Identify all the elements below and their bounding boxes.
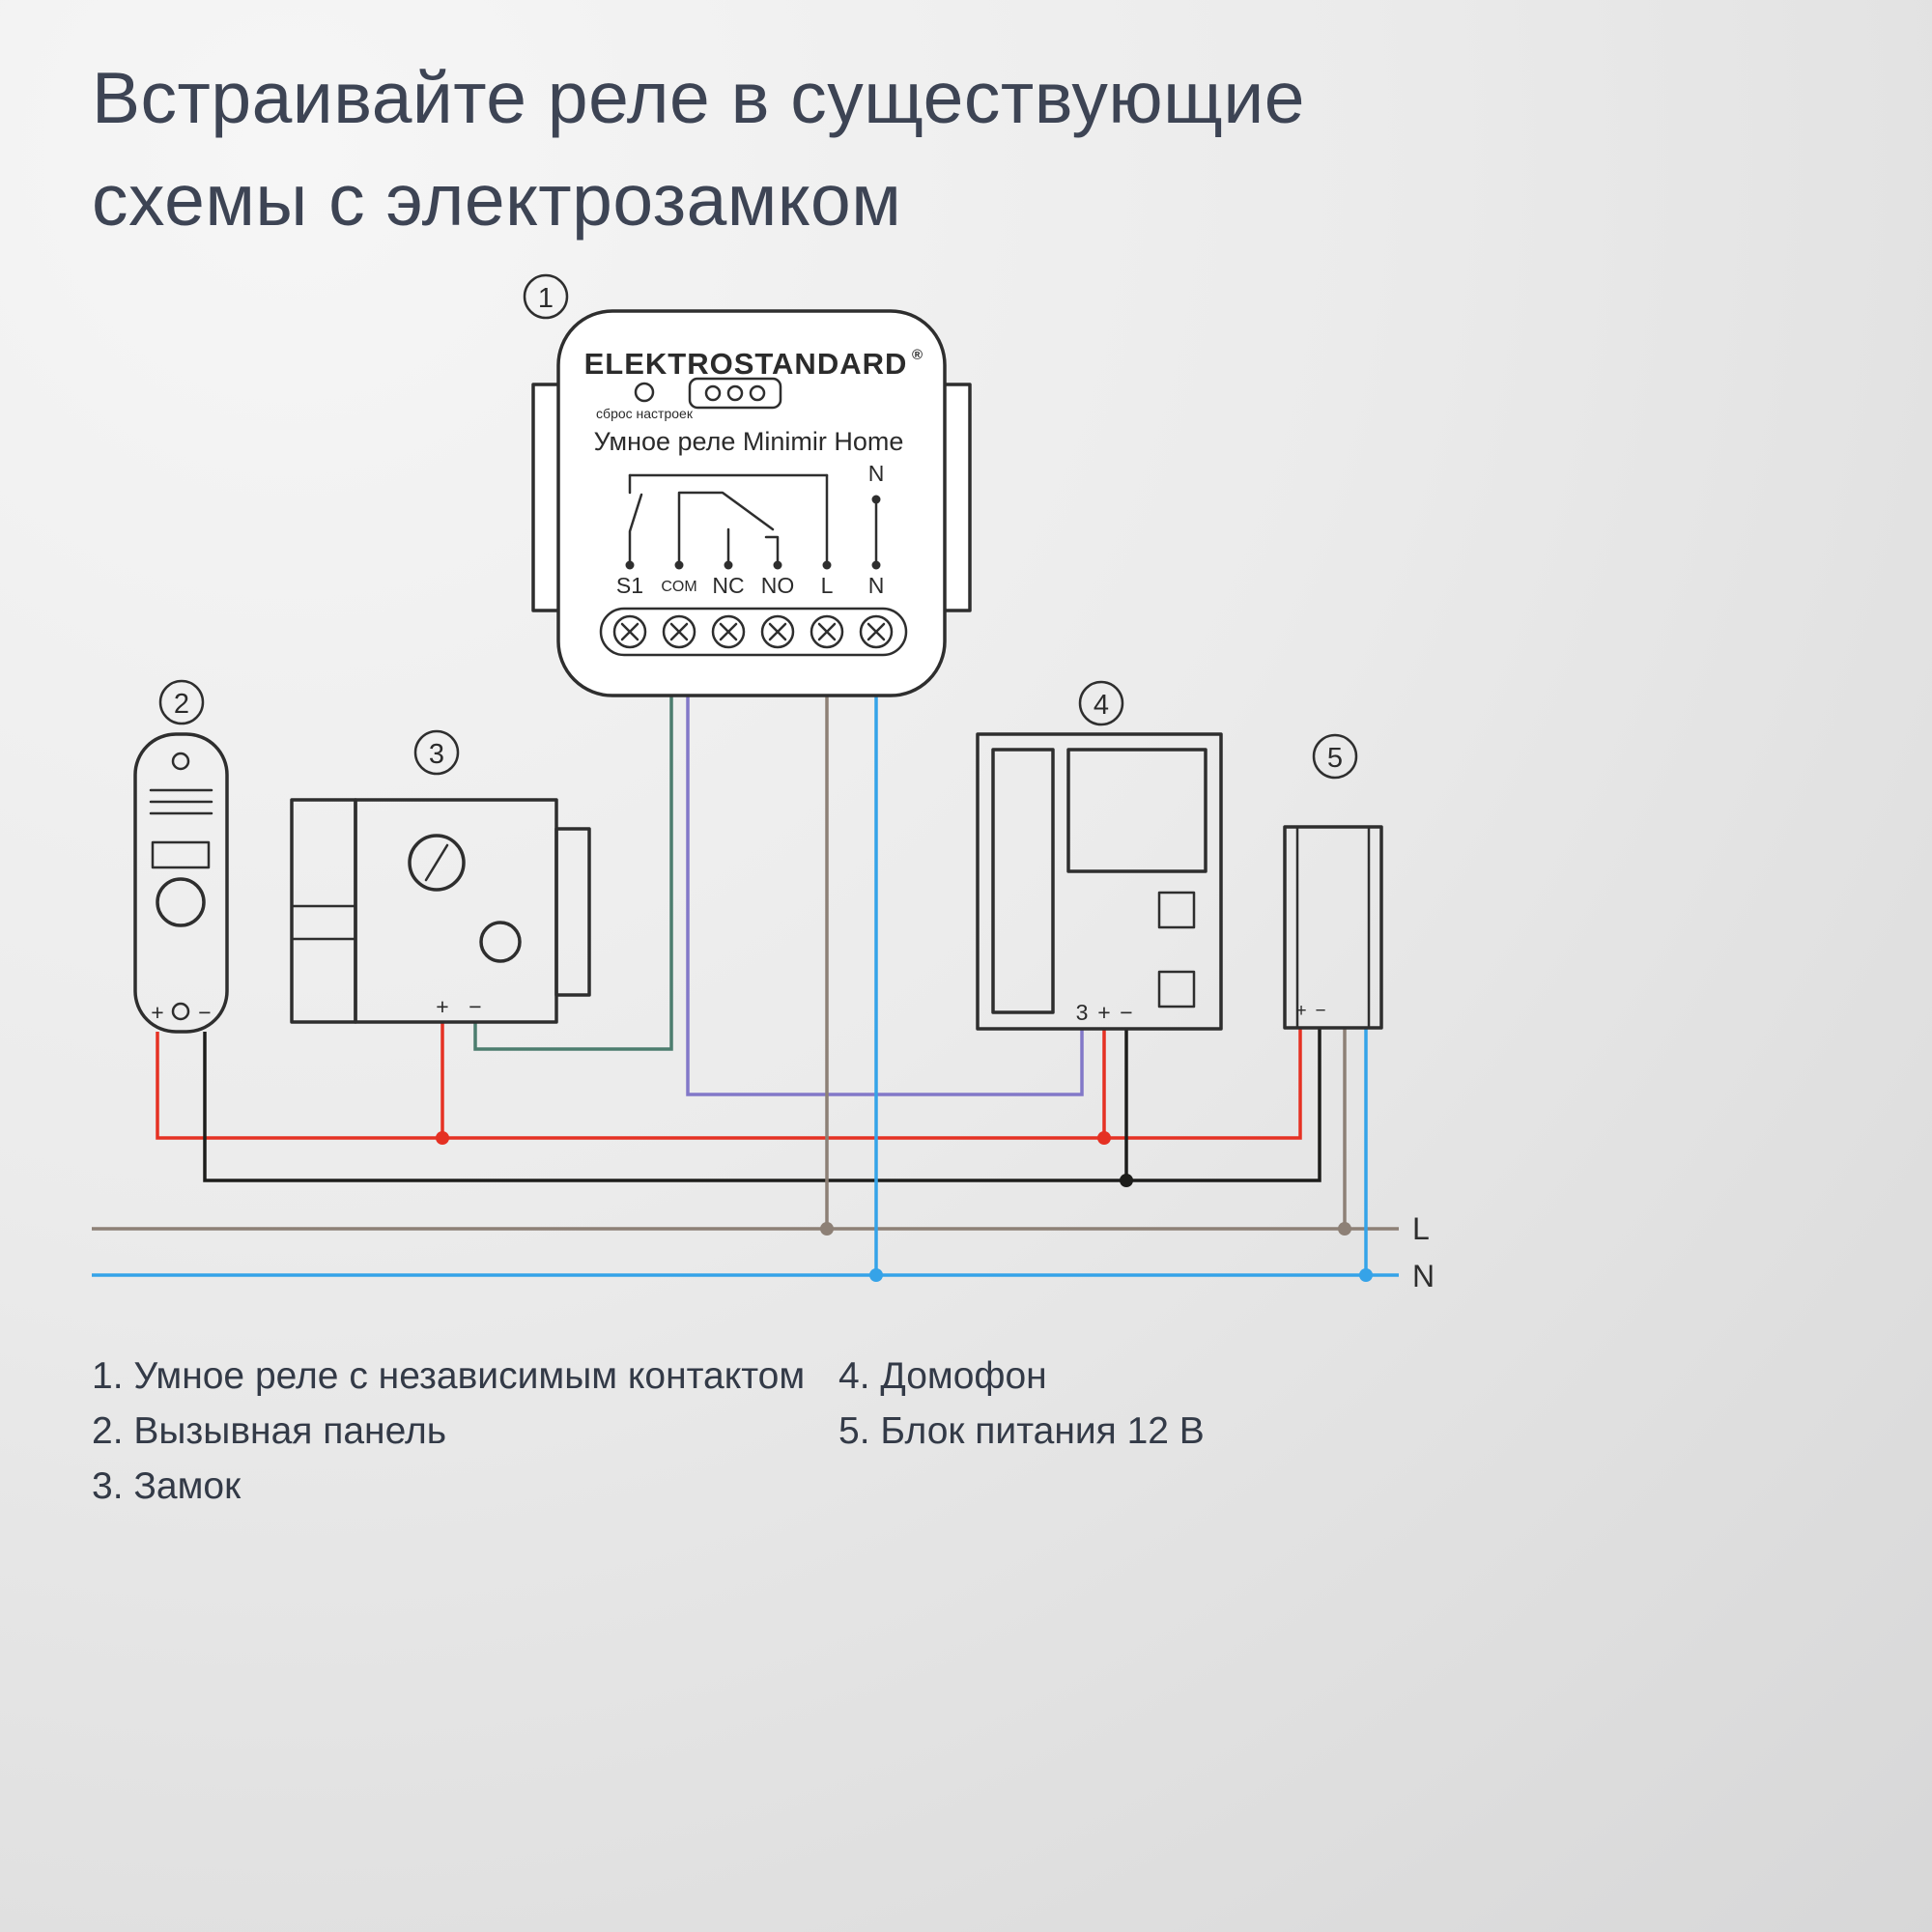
call-panel: + − <box>133 732 229 1034</box>
wire-minus-12v <box>203 1028 1321 1182</box>
lock-minus-label: − <box>469 994 481 1019</box>
terminal-label-s1: S1 <box>616 573 643 598</box>
bus-label-N: N <box>1412 1259 1435 1293</box>
terminal-label-l: L <box>821 573 834 598</box>
legend-item-relay: 1. Умное реле с независимым контактом <box>92 1355 806 1397</box>
call-panel-led <box>171 752 190 771</box>
call-panel-plus-label: + <box>151 1000 163 1025</box>
terminal-label-n: N <box>868 573 885 598</box>
psu-body <box>1283 825 1383 1030</box>
legend-right-column: 4. Домофон 5. Блок питания 12 В <box>838 1349 1205 1459</box>
number-badges: 1 2 3 4 5 <box>158 273 1358 780</box>
svg-text:3: 3 <box>429 739 444 770</box>
terminal-label-nc: NC <box>712 573 744 598</box>
intercom-handset <box>991 748 1055 1014</box>
psu-plus-label: + <box>1295 1001 1306 1021</box>
lock-side-block <box>554 827 591 997</box>
badge-call-panel: 2 <box>158 679 205 725</box>
psu-minus-label: − <box>1315 1001 1325 1021</box>
relay-screw-terminals <box>599 607 908 657</box>
legend-item-panel: 2. Вызывная панель <box>92 1410 447 1452</box>
lock: + − <box>290 798 591 1024</box>
bus-label-L: L <box>1412 1211 1430 1246</box>
svg-text:2: 2 <box>174 689 189 720</box>
junction-dot-brown-relay <box>820 1222 834 1236</box>
smart-relay: ELEKTROSTANDARD ® сброс настроек Умное р… <box>531 309 972 697</box>
intercom-screen <box>1066 748 1208 873</box>
badge-relay: 1 <box>523 273 569 320</box>
legend-item-psu: 5. Блок питания 12 В <box>838 1410 1205 1452</box>
relay-schematic: N <box>625 461 885 570</box>
legend-item-lock: 3. Замок <box>92 1465 242 1507</box>
badge-intercom: 4 <box>1078 680 1124 726</box>
relay-reset-button <box>634 382 655 403</box>
lock-strike-plate <box>290 798 357 1024</box>
psu-side-ribs <box>1295 825 1371 1030</box>
relay-top-terminal-label: N <box>868 461 885 486</box>
terminal-label-com: COM <box>661 579 696 595</box>
svg-text:1: 1 <box>538 283 554 314</box>
lock-bolt-lines <box>290 904 357 941</box>
registered-mark: ® <box>912 347 923 363</box>
terminal-label-no: NO <box>761 573 795 598</box>
relay-model: Умное реле Minimir Home <box>594 427 904 456</box>
junction-dot-red-intercom <box>1097 1131 1111 1145</box>
call-panel-body <box>133 732 229 1034</box>
call-panel-camera <box>156 877 206 927</box>
call-panel-button <box>171 1002 190 1021</box>
intercom-plus-label: + <box>1097 1000 1110 1025</box>
junction-dot-blue-relay <box>869 1268 883 1282</box>
intercom-button-bottom <box>1157 970 1196 1009</box>
relay-connector <box>688 377 782 410</box>
legend-item-intercom: 4. Домофон <box>838 1355 1047 1397</box>
intercom-button-top <box>1157 891 1196 929</box>
junction-dot-blue-psu <box>1359 1268 1373 1282</box>
junction-dot-red-lock <box>436 1131 449 1145</box>
wire-plus-12v <box>156 1028 1302 1140</box>
page-title: Встраивайте реле в существующие схемы с … <box>92 57 1305 241</box>
lock-plus-label: + <box>436 994 448 1019</box>
intercom-signal-label: 3 <box>1076 1000 1089 1025</box>
bus-lines: L N <box>92 1211 1435 1293</box>
relay-body <box>556 309 947 697</box>
call-panel-minus-label: − <box>198 1000 211 1025</box>
lock-body <box>354 798 558 1024</box>
lock-thumbturn-slot <box>424 843 449 882</box>
svg-text:4: 4 <box>1094 690 1109 721</box>
intercom-body <box>976 732 1223 1031</box>
call-panel-nameplate <box>151 840 211 869</box>
wires <box>156 696 1373 1282</box>
legend-left-column: 1. Умное реле с независимым контактом 2.… <box>92 1349 805 1514</box>
call-panel-speaker-grille <box>149 788 213 815</box>
badge-psu: 5 <box>1312 733 1358 780</box>
lock-cylinder <box>479 921 522 963</box>
junction-dot-brown-psu <box>1338 1222 1351 1236</box>
intercom-minus-label: − <box>1120 1000 1132 1025</box>
wire-relay-to-intercom <box>686 696 1084 1096</box>
intercom: 3 + − <box>976 732 1223 1031</box>
badge-lock: 3 <box>413 729 460 776</box>
junction-dot-black-intercom <box>1120 1174 1133 1187</box>
relay-reset-label: сброс настроек <box>596 406 694 421</box>
svg-text:5: 5 <box>1327 743 1343 774</box>
relay-terminal-labels: S1 COM NC NO L N <box>616 573 884 598</box>
lock-thumbturn <box>408 834 466 892</box>
wire-lock-to-relay <box>473 696 673 1051</box>
relay-brand: ELEKTROSTANDARD <box>584 347 908 381</box>
power-supply: + − <box>1283 825 1383 1030</box>
